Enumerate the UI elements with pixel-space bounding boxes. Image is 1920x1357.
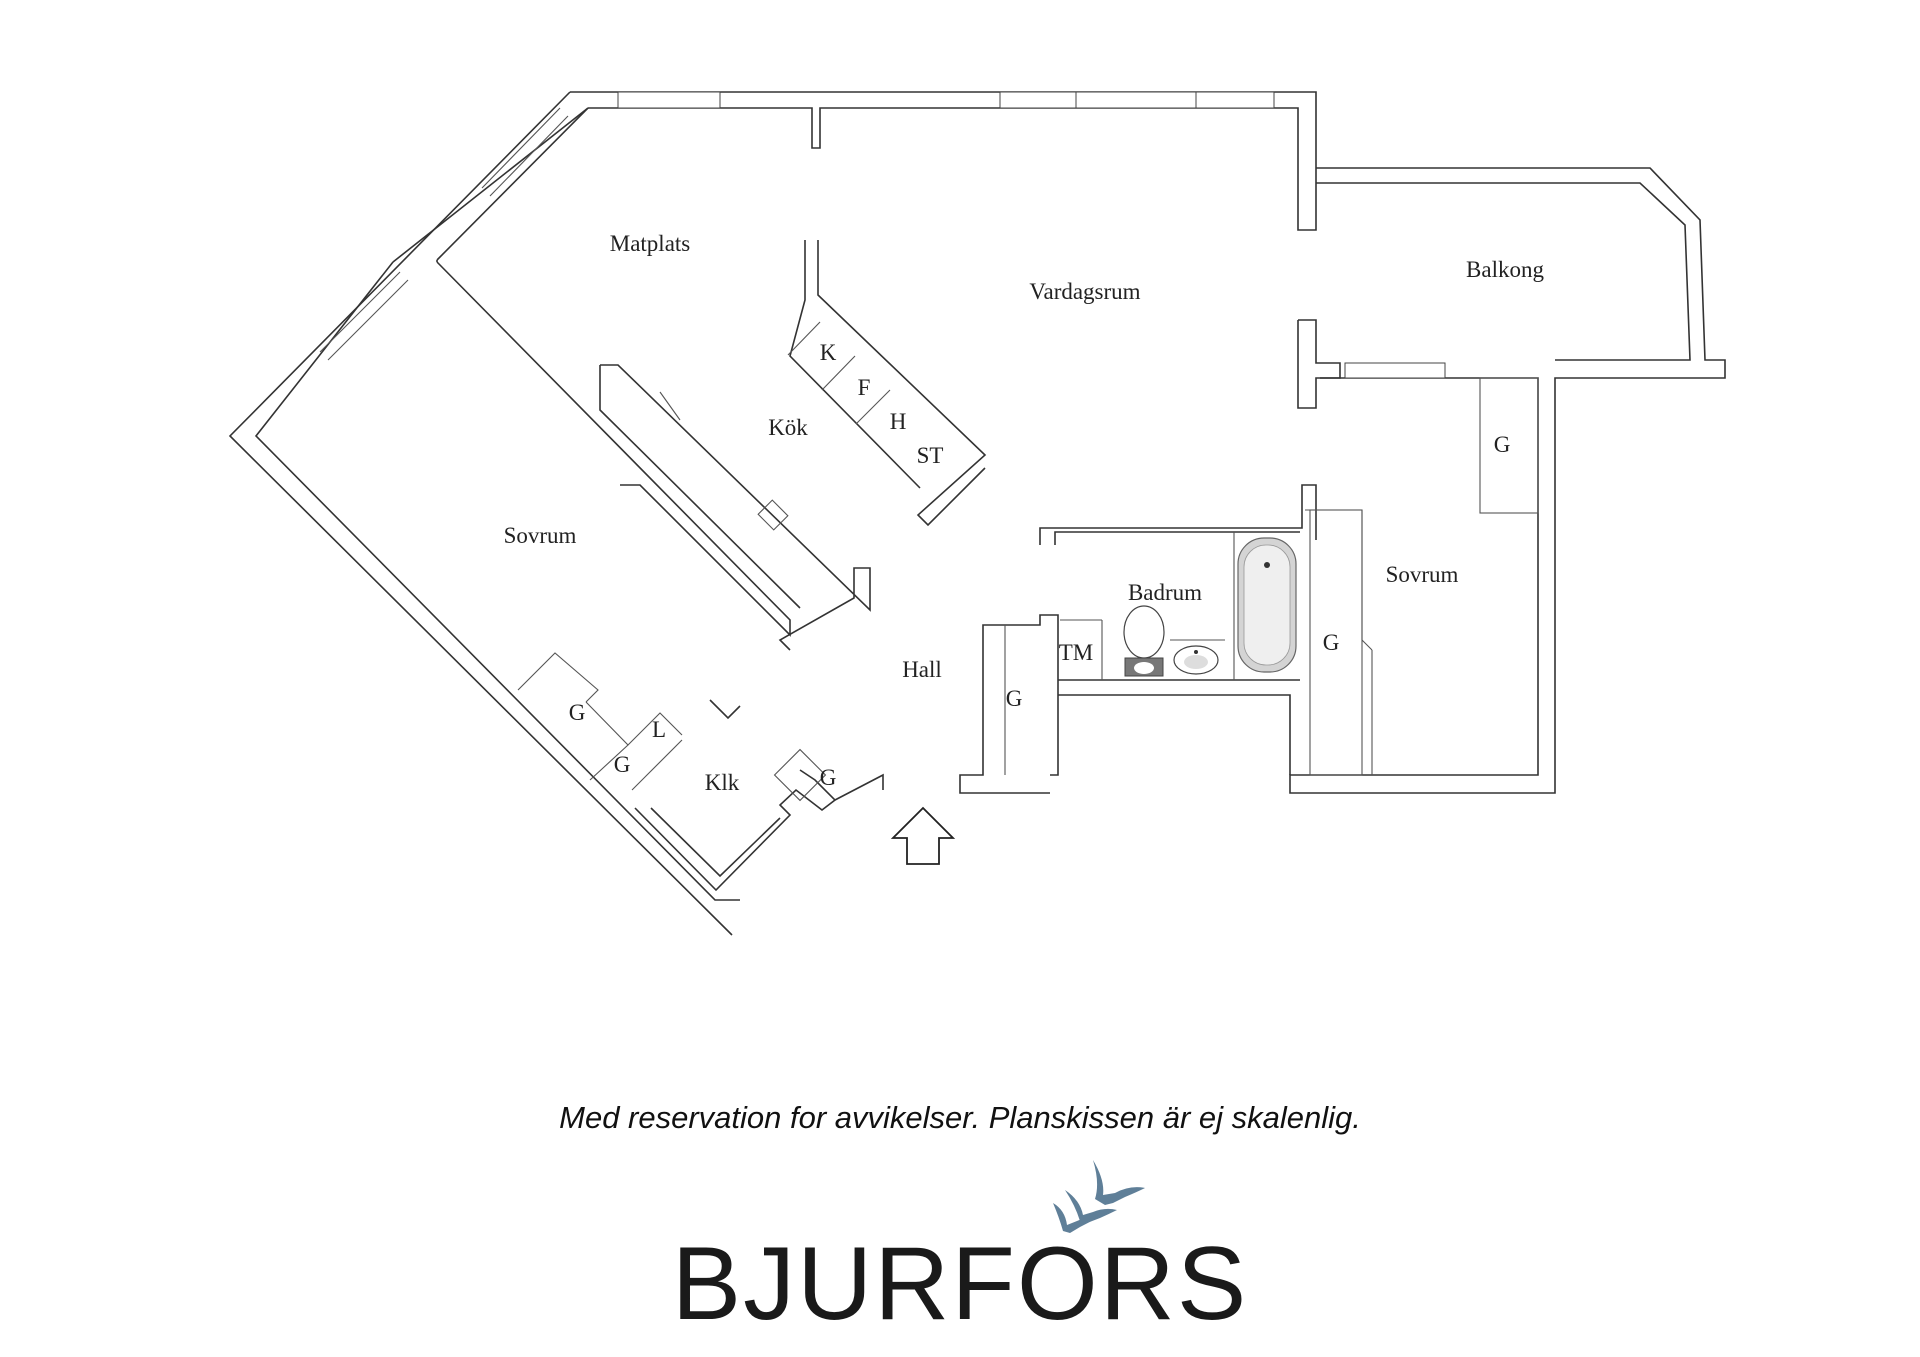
kitchen-walls bbox=[436, 240, 987, 651]
label-klk: Klk bbox=[705, 770, 740, 795]
label-sovrum-right: Sovrum bbox=[1386, 562, 1459, 587]
label-h: H bbox=[890, 409, 907, 434]
closet-walls bbox=[517, 652, 884, 892]
label-st: ST bbox=[917, 443, 944, 468]
windows bbox=[319, 91, 1446, 379]
label-g-sovrum-right: G bbox=[1323, 630, 1340, 655]
outer-walls bbox=[228, 91, 1726, 936]
label-sovrum-left: Sovrum bbox=[504, 523, 577, 548]
label-f: F bbox=[858, 375, 871, 400]
label-g-left-bottom: G bbox=[614, 752, 631, 777]
label-l: L bbox=[652, 717, 666, 742]
birds-logo-icon bbox=[1053, 1160, 1145, 1233]
bathtub-icon bbox=[1237, 537, 1297, 673]
label-matplats: Matplats bbox=[610, 231, 691, 256]
label-g-entry: G bbox=[820, 765, 837, 790]
entry-arrow-icon bbox=[890, 806, 956, 865]
label-kok: Kök bbox=[768, 415, 808, 440]
label-hall: Hall bbox=[902, 657, 942, 682]
toilet-icon bbox=[1123, 605, 1165, 677]
label-badrum: Badrum bbox=[1128, 580, 1202, 605]
disclaimer-text: Med reservation for avvikelser. Planskis… bbox=[559, 1100, 1361, 1135]
label-vardagsrum: Vardagsrum bbox=[1029, 279, 1140, 304]
label-g-left-top: G bbox=[569, 700, 586, 725]
bathroom-walls bbox=[959, 377, 1539, 794]
label-k: K bbox=[820, 340, 837, 365]
label-balkong: Balkong bbox=[1466, 257, 1544, 282]
label-tm: TM bbox=[1059, 640, 1094, 665]
brand-logo-text: BJURFORS bbox=[671, 1226, 1249, 1342]
label-g-balkong-closet: G bbox=[1494, 432, 1511, 457]
sink-icon bbox=[1173, 645, 1219, 675]
label-g-hall: G bbox=[1006, 686, 1023, 711]
